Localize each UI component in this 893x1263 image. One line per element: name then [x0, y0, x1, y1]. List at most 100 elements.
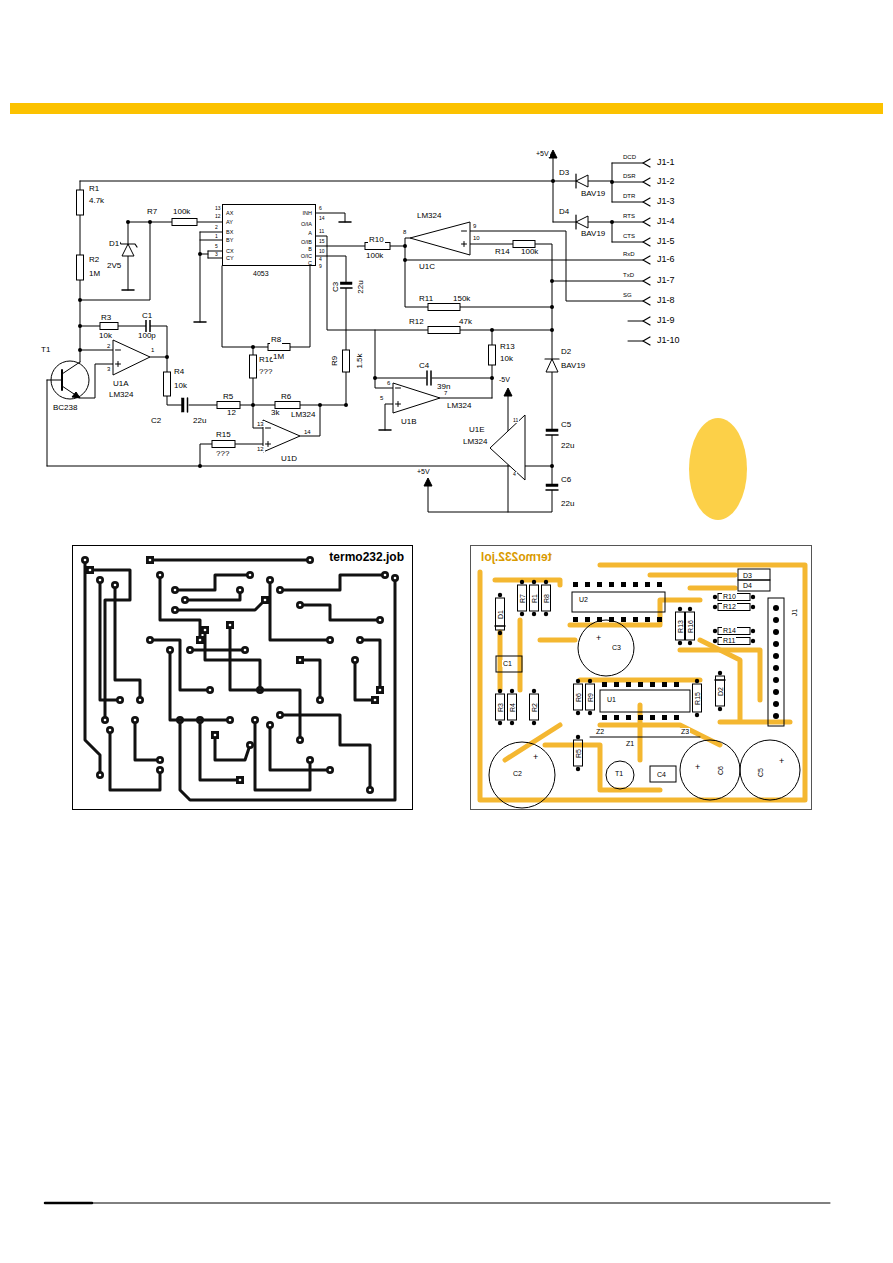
wire [200, 232, 201, 322]
component-label: U1B [400, 418, 418, 426]
component-label: J1-1 [656, 158, 676, 167]
copper-trace [160, 575, 200, 640]
ic-pad [657, 617, 662, 622]
ic-pad [585, 582, 590, 587]
component-label: 6 [386, 380, 391, 386]
jumper-wire [590, 737, 700, 738]
component-label: 10 [472, 235, 481, 241]
copper-trace [135, 720, 160, 760]
resistor-outline [530, 694, 539, 720]
resistor-outline [718, 628, 750, 635]
component-label: U1A [112, 380, 130, 388]
ic-pad [674, 682, 679, 687]
pad-hole [229, 719, 232, 722]
component-pad [751, 629, 755, 633]
pin-name: INH [303, 211, 312, 217]
footer-rule [45, 1202, 92, 1205]
component-label: 1 [150, 347, 155, 353]
component-label: 10 [318, 249, 326, 254]
copper-pad [156, 756, 164, 764]
copper-pad [296, 656, 304, 664]
wire [460, 307, 552, 308]
pad-hole [309, 559, 312, 562]
resistor-symbol [275, 402, 300, 409]
capacitor-plate [149, 319, 151, 333]
wire [432, 378, 492, 379]
wire [612, 242, 643, 243]
copper-pad [381, 571, 389, 579]
component-label: J1-6 [656, 255, 676, 264]
component-label: BAV19 [580, 190, 606, 198]
copper-pad [366, 786, 374, 794]
resistor-symbol [217, 402, 240, 409]
capacitor-outline [578, 620, 634, 676]
component-label: 13 [256, 421, 265, 427]
connector-pad [773, 605, 779, 611]
connector-pin [643, 218, 650, 226]
resistor-outline [574, 740, 583, 766]
copper-trace [495, 580, 560, 585]
ic-pad [633, 582, 638, 587]
opamp-sign [464, 242, 465, 247]
component-label: 2V5 [106, 262, 122, 270]
copper-pad [276, 586, 284, 594]
capacitor-plate [187, 398, 189, 412]
connector-pin [643, 159, 650, 167]
pin-name: AY [226, 220, 233, 226]
wire [300, 405, 320, 436]
ground-symbol [379, 429, 391, 431]
component-label: R14 [494, 248, 511, 256]
copper-trace [280, 715, 370, 790]
component-label: + [532, 753, 539, 762]
component-pad [532, 721, 536, 725]
copper-trace [580, 678, 700, 683]
wire [47, 380, 48, 466]
copper-trace [480, 565, 805, 800]
component-label: 100k [520, 248, 539, 256]
copper-pad [246, 741, 254, 749]
component-label: D4 [558, 208, 570, 216]
copper-pad [376, 616, 384, 624]
component-label: 12 [214, 214, 222, 219]
ic-pad [638, 682, 643, 687]
wire [612, 222, 613, 242]
decor-ellipse [689, 418, 747, 520]
component-pad [532, 580, 536, 584]
pad-hole [169, 649, 172, 652]
component-label: R8 [270, 336, 282, 344]
junction-dot [610, 180, 614, 184]
ground-symbol [194, 321, 206, 323]
component-label: R5 [222, 393, 234, 401]
component-label: U1E [468, 426, 486, 434]
ic-pad [626, 715, 631, 720]
wire [612, 222, 643, 223]
pad-hole [384, 574, 387, 577]
capacitor-outline [496, 656, 522, 672]
copper-pad [226, 621, 234, 629]
wire [47, 466, 552, 467]
junction-dot [198, 464, 202, 468]
component-pad [751, 605, 755, 609]
wire [552, 281, 643, 282]
component-label: 7 [443, 390, 448, 396]
copper-pad [266, 576, 274, 584]
wire [470, 244, 513, 245]
component-pad [576, 735, 580, 739]
diode-bar [575, 174, 576, 188]
component-label: 1M [272, 353, 285, 361]
pad-hole [359, 639, 362, 642]
copper-trace [150, 640, 210, 690]
opamp-sign [116, 350, 121, 351]
header-band [10, 103, 883, 114]
junction-dot [490, 328, 494, 332]
copper-pad [351, 656, 359, 664]
opamp-symbol [393, 383, 440, 413]
footer-rule [45, 1203, 830, 1204]
copper-pad [246, 571, 254, 579]
pad-hole [214, 734, 217, 737]
component-pad [520, 580, 524, 584]
component-label: TxD [622, 272, 635, 278]
component-label: R1 [88, 185, 100, 193]
ic-4053-box: INHAXAYO/IABXBYO/IBCXCYO/ICABC4053 [222, 204, 316, 266]
